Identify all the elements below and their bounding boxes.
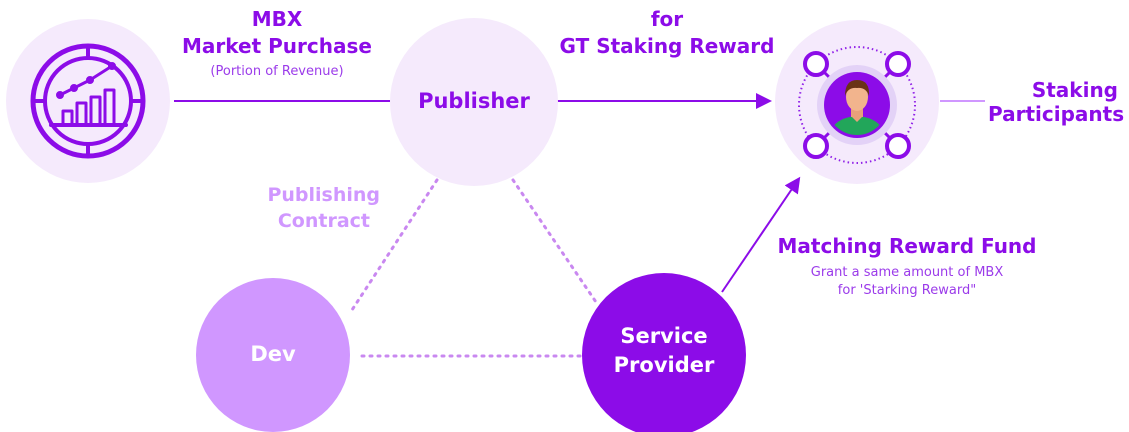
- participants-label: Participants: [988, 102, 1125, 126]
- market-purchase-label: Market Purchase: [182, 34, 372, 58]
- service-node-label: Service: [620, 324, 708, 348]
- person-avatar-icon: [798, 46, 916, 164]
- mbx-label: MBX: [251, 7, 303, 31]
- market-node: [6, 19, 170, 183]
- dev-node-label: Dev: [250, 341, 296, 366]
- publisher-node-label: Publisher: [418, 88, 530, 113]
- contract-label: Contract: [277, 210, 370, 232]
- publisher-to-service-dotted-line: [511, 178, 600, 307]
- grant-line1-label: Grant a same amount of MBX: [810, 265, 1004, 280]
- gt-staking-reward-label: GT Staking Reward: [559, 34, 775, 58]
- dev-node: [196, 278, 350, 432]
- staking-label: Staking: [1031, 78, 1118, 102]
- publisher-to-dev-dotted-line: [348, 178, 439, 315]
- publishing-label: Publishing: [267, 184, 380, 206]
- matching-reward-fund-label: Matching Reward Fund: [777, 234, 1037, 258]
- chart-target-icon: [30, 43, 146, 159]
- publisher-node: [390, 18, 558, 186]
- service-to-participants-arrow: [721, 176, 801, 293]
- provider-node-label: Provider: [613, 353, 715, 377]
- for-label: for: [650, 7, 684, 31]
- portion-of-revenue-label: (Portion of Revenue): [210, 64, 344, 79]
- service-provider-node: [582, 273, 746, 432]
- grant-line2-label: for 'Starking Reward": [837, 283, 977, 298]
